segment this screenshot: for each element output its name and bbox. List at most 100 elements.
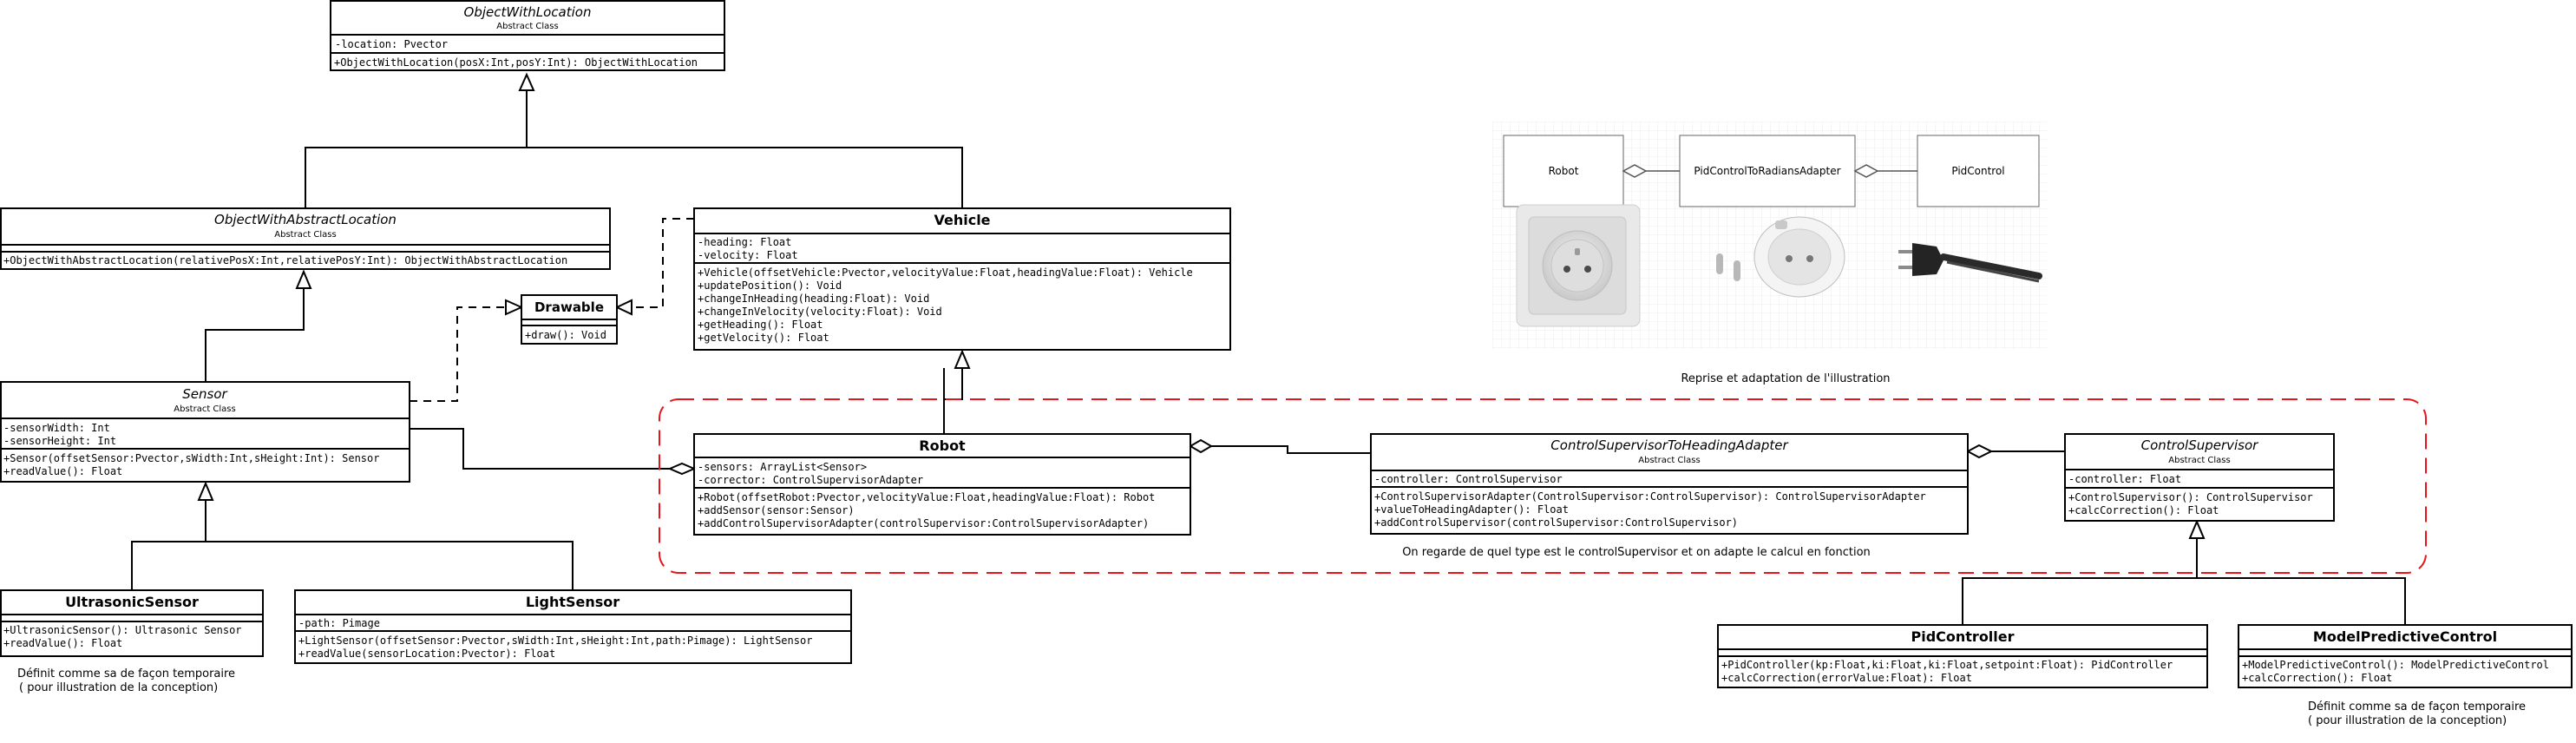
method: +PidController(kp:Float,ki:Float,ki:Floa… — [1721, 659, 2173, 671]
class-name: ControlSupervisor — [2141, 437, 2259, 453]
generalization-arrowhead-vehicle — [954, 349, 971, 369]
travel-adapter-icon — [1716, 216, 1845, 298]
method: +changeInHeading(heading:Float): Void — [698, 293, 929, 305]
aggregation-diamond-adapter — [1189, 438, 1213, 454]
ultrasonic-note-line2: ( pour illustration de la conception) — [19, 681, 218, 694]
class-ultrasonicsensor[interactable]: UltrasonicSensor +UltrasonicSensor(): Ul… — [0, 589, 264, 657]
illustration-label-adapter: PidControlToRadiansAdapter — [1694, 165, 1840, 177]
illustration-box-pid — [1917, 135, 2040, 207]
generalization-arrowhead-owl — [518, 72, 535, 91]
method: +calcCorrection(): Float — [2242, 672, 2392, 684]
class-modelpredictivecontrol[interactable]: ModelPredictiveControl +ModelPredictiveC… — [2238, 624, 2573, 688]
mpc-note-line2: ( pour illustration de la conception) — [2308, 714, 2507, 727]
method: +Sensor(offsetSensor:Pvector,sWidth:Int,… — [3, 452, 379, 464]
method: +addControlSupervisor(controlSupervisor:… — [1374, 516, 1738, 529]
class-pidcontroller[interactable]: PidController +PidController(kp:Float,ki… — [1717, 624, 2208, 688]
wall-socket-icon — [1516, 204, 1641, 327]
attribute: -controller: ControlSupervisor — [1374, 473, 1563, 485]
method: +ModelPredictiveControl(): ModelPredicti… — [2242, 659, 2549, 671]
generalization-robot-vehicle-join — [944, 368, 963, 400]
method: +draw(): Void — [525, 329, 606, 341]
realization-arrowhead-right — [614, 299, 633, 316]
aggregation-diamond-supervisor — [1965, 444, 1994, 459]
attribute: -heading: Float — [698, 236, 791, 248]
class-robot[interactable]: Robot -sensors: ArrayList<Sensor> -corre… — [693, 433, 1191, 536]
method: +changeInVelocity(velocity:Float): Void — [698, 306, 942, 318]
class-objectwithabstractlocation[interactable]: ObjectWithAbstractLocation Abstract Clas… — [0, 207, 611, 270]
attribute: -sensorWidth: Int — [3, 422, 110, 434]
method: +ObjectWithLocation(posX:Int,posY:Int): … — [334, 56, 698, 69]
aggregation-sensor-robot — [410, 428, 670, 470]
connectors — [131, 72, 2406, 625]
attribute: -velocity: Float — [698, 249, 798, 261]
adapter-region-note: On regarde de quel type est le controlSu… — [1402, 546, 1871, 559]
method: +updatePosition(): Void — [698, 279, 842, 292]
method: +readValue(): Float — [3, 465, 122, 477]
generalization-arrowhead-sensor — [197, 481, 214, 501]
generalization-sensor-to-owal — [205, 288, 305, 382]
realization-sensor-to-drawable — [410, 306, 508, 402]
generalization-owal-to-owl — [305, 147, 963, 208]
attribute: -path: Pimage — [298, 617, 380, 629]
ultrasonic-note-line1: Définit comme sa de façon temporaire — [17, 667, 235, 681]
method: +ObjectWithAbstractLocation(relativePosX… — [3, 254, 567, 266]
method: +ControlSupervisorAdapter(ControlSupervi… — [1374, 490, 1926, 503]
class-lightsensor[interactable]: LightSensor -path: Pimage +LightSensor(o… — [294, 589, 852, 664]
class-name: ObjectWithLocation — [464, 4, 592, 20]
method: +Robot(offsetRobot:Pvector,velocityValue… — [698, 491, 1155, 503]
method: +getVelocity(): Float — [698, 332, 829, 344]
class-stereotype: Abstract Class — [174, 404, 235, 414]
method: +UltrasonicSensor(): Ultrasonic Sensor — [3, 624, 242, 636]
illustration-label-robot: Robot — [1549, 165, 1579, 177]
method: +calcCorrection(): Float — [2068, 504, 2219, 516]
class-name: ControlSupervisorToHeadingAdapter — [1550, 437, 1788, 453]
class-name: PidController — [1911, 628, 2014, 645]
method: +readValue(sensorLocation:Pvector): Floa… — [298, 648, 555, 660]
class-name: UltrasonicSensor — [65, 594, 199, 610]
attribute: -controller: Float — [2068, 473, 2181, 485]
class-stereotype: Abstract Class — [1638, 456, 1700, 465]
class-controlsupervisor[interactable]: ControlSupervisor Abstract Class -contro… — [2064, 433, 2335, 522]
class-stereotype: Abstract Class — [496, 22, 558, 31]
method: +Vehicle(offsetVehicle:Pvector,velocityV… — [698, 266, 1193, 279]
method: +valueToHeadingAdapter(): Float — [1374, 503, 1569, 516]
interface-drawable[interactable]: Drawable +draw(): Void — [521, 294, 618, 345]
class-stereotype: Abstract Class — [274, 230, 336, 240]
method: +ControlSupervisor(): ControlSupervisor — [2068, 491, 2313, 503]
class-name: ObjectWithAbstractLocation — [214, 212, 397, 227]
illustration-box-adapter — [1679, 135, 1856, 207]
class-name: Sensor — [182, 386, 227, 402]
realization-arrowhead-left — [505, 299, 524, 316]
mpc-note-line1: Définit comme sa de façon temporaire — [2308, 700, 2526, 713]
illustration-label-pid: PidControl — [1951, 165, 2004, 177]
class-objectwithlocation[interactable]: ObjectWithLocation Abstract Class -locat… — [330, 0, 725, 71]
class-controlsupervisortoheadingadapter[interactable]: ControlSupervisorToHeadingAdapter Abstra… — [1370, 433, 1969, 535]
illustration-box-robot — [1503, 135, 1624, 207]
class-stereotype: Abstract Class — [2168, 456, 2230, 465]
method: +readValue(): Float — [3, 637, 122, 649]
attribute: -sensors: ArrayList<Sensor> — [698, 461, 867, 473]
illustration-panel: Robot PidControlToRadiansAdapter PidCont… — [1492, 122, 2048, 385]
generalization-subsensors — [131, 541, 574, 590]
class-name: LightSensor — [526, 594, 619, 610]
class-vehicle[interactable]: Vehicle -heading: Float -velocity: Float… — [693, 207, 1231, 351]
generalization-arrowhead-owal — [295, 269, 312, 289]
class-name: ModelPredictiveControl — [2313, 628, 2497, 645]
illustration-caption: Reprise et adaptation de l'illustration — [1681, 372, 1890, 385]
class-name: Vehicle — [934, 212, 990, 228]
class-name: Robot — [919, 437, 966, 454]
adapter-region-boundary — [659, 398, 2427, 574]
power-plug-icon — [1898, 243, 2042, 283]
aggregation-robot-adapter — [1211, 445, 1371, 454]
realization-vehicle-to-drawable — [629, 218, 694, 308]
method: +calcCorrection(errorValue:Float): Float — [1721, 672, 1972, 684]
generalization-arrowhead-controlsupervisor — [2188, 519, 2206, 539]
method: +addSensor(sensor:Sensor) — [698, 504, 855, 516]
attribute: -sensorHeight: Int — [3, 435, 116, 447]
attribute: -location: Pvector — [335, 38, 448, 50]
class-sensor[interactable]: Sensor Abstract Class -sensorWidth: Int … — [0, 381, 410, 483]
generalization-controllers — [1962, 577, 2406, 625]
method: +addControlSupervisorAdapter(controlSupe… — [698, 517, 1149, 529]
method: +LightSensor(offsetSensor:Pvector,sWidth… — [298, 635, 812, 647]
